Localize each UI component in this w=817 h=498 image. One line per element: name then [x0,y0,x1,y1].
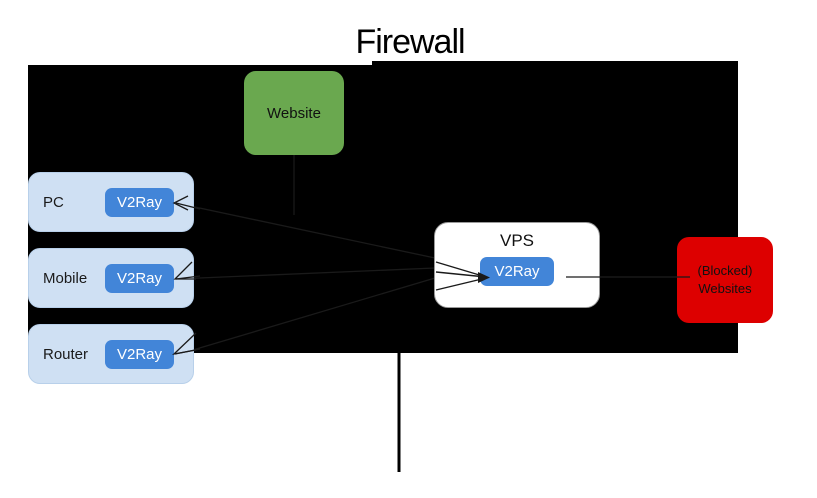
node-website[interactable]: Website [244,71,344,155]
device-mobile-v2ray-chip[interactable]: V2Ray [105,263,175,293]
node-device-mobile[interactable]: Mobile V2Ray [28,248,194,308]
node-device-pc[interactable]: PC V2Ray [28,172,194,232]
blocked-websites-line2: Websites [698,281,752,296]
node-device-router[interactable]: Router V2Ray [28,324,194,384]
website-label: Website [267,104,321,122]
blocked-websites-label: (Blocked) Websites [698,262,753,298]
vps-v2ray-chip[interactable]: V2Ray [480,257,554,286]
device-router-v2ray-chip[interactable]: V2Ray [105,339,175,369]
device-router-label: Router [43,345,89,363]
device-pc-v2ray-chip[interactable]: V2Ray [105,187,175,217]
blocked-websites-line1: (Blocked) [697,263,753,278]
node-blocked-websites[interactable]: (Blocked) Websites [677,237,773,323]
page-title: Firewall [355,23,465,61]
device-pc-label: PC [43,193,64,211]
node-vps[interactable]: VPS V2Ray [434,222,600,308]
vps-label: VPS [499,231,535,250]
device-mobile-label: Mobile [43,269,88,287]
